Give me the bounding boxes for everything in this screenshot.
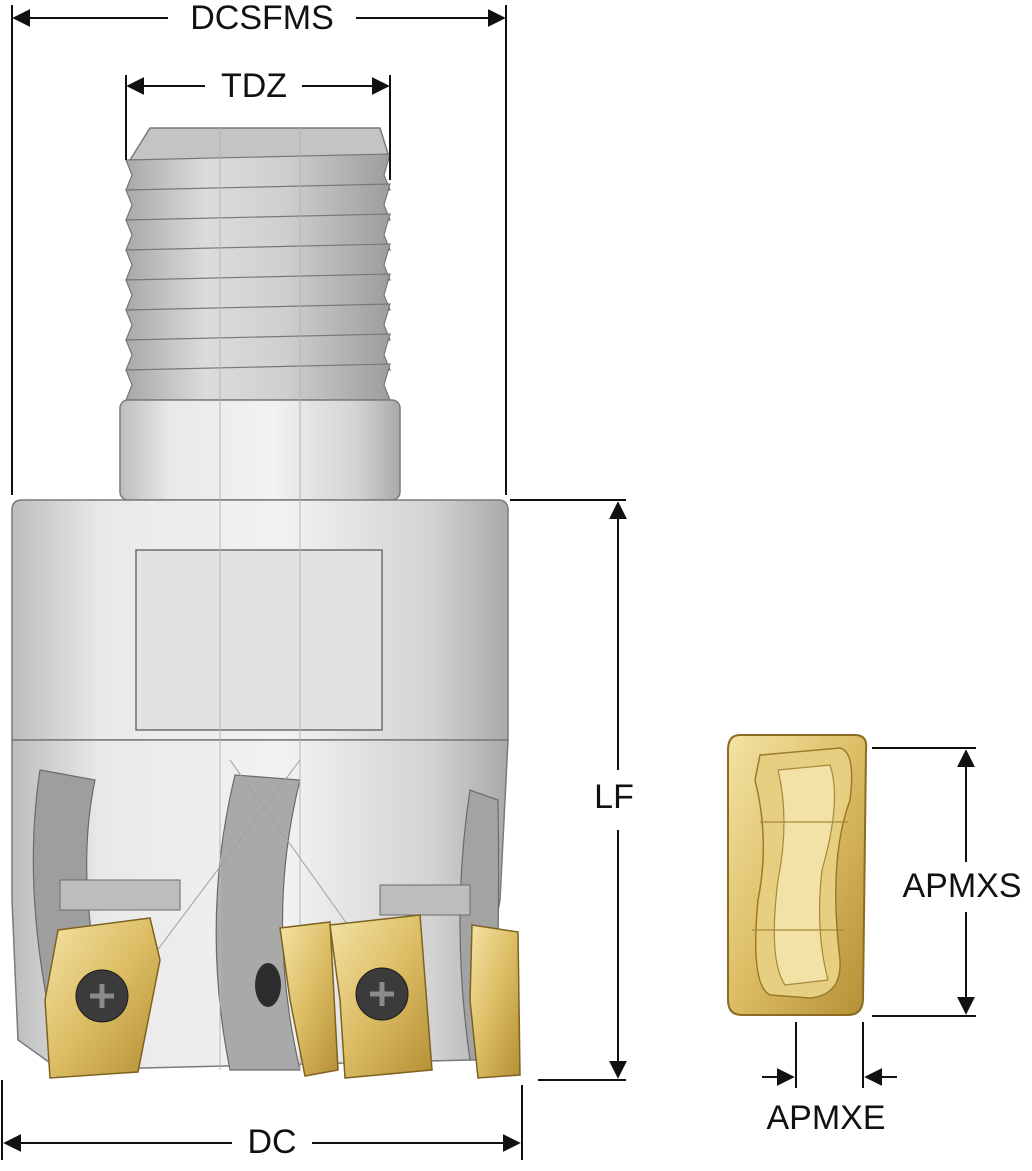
- thread-ring: [125, 273, 391, 311]
- label-apmxs: APMXS: [902, 867, 1021, 905]
- dimension-lines: [1, 5, 976, 1160]
- thread-ring: [125, 213, 391, 251]
- insert-2: [279, 921, 339, 1077]
- pocket-1: [59, 879, 181, 911]
- thread-rings: [125, 153, 391, 401]
- insert-3: [329, 914, 433, 1079]
- thread-ring: [125, 333, 391, 371]
- label-apmxe: APMXE: [766, 1099, 885, 1137]
- threaded-shank: [119, 127, 401, 501]
- label-lf: LF: [594, 778, 634, 816]
- label-dc: DC: [247, 1123, 296, 1161]
- thread-ring: [125, 183, 391, 221]
- cutter-inserts: [44, 914, 521, 1079]
- insert-4: [469, 924, 521, 1079]
- thread-ring: [125, 303, 391, 341]
- label-plate: [135, 549, 383, 731]
- thread-ring: [125, 363, 391, 401]
- thread-ring: [125, 243, 391, 281]
- label-dcsfms: DCSFMS: [190, 0, 334, 37]
- label-tdz: TDZ: [221, 67, 287, 105]
- pocket-2: [379, 884, 471, 916]
- shank-neck: [119, 399, 401, 501]
- insert-1: [44, 917, 161, 1079]
- coolant-hole: [255, 963, 281, 1007]
- insert-detail: [727, 734, 868, 1016]
